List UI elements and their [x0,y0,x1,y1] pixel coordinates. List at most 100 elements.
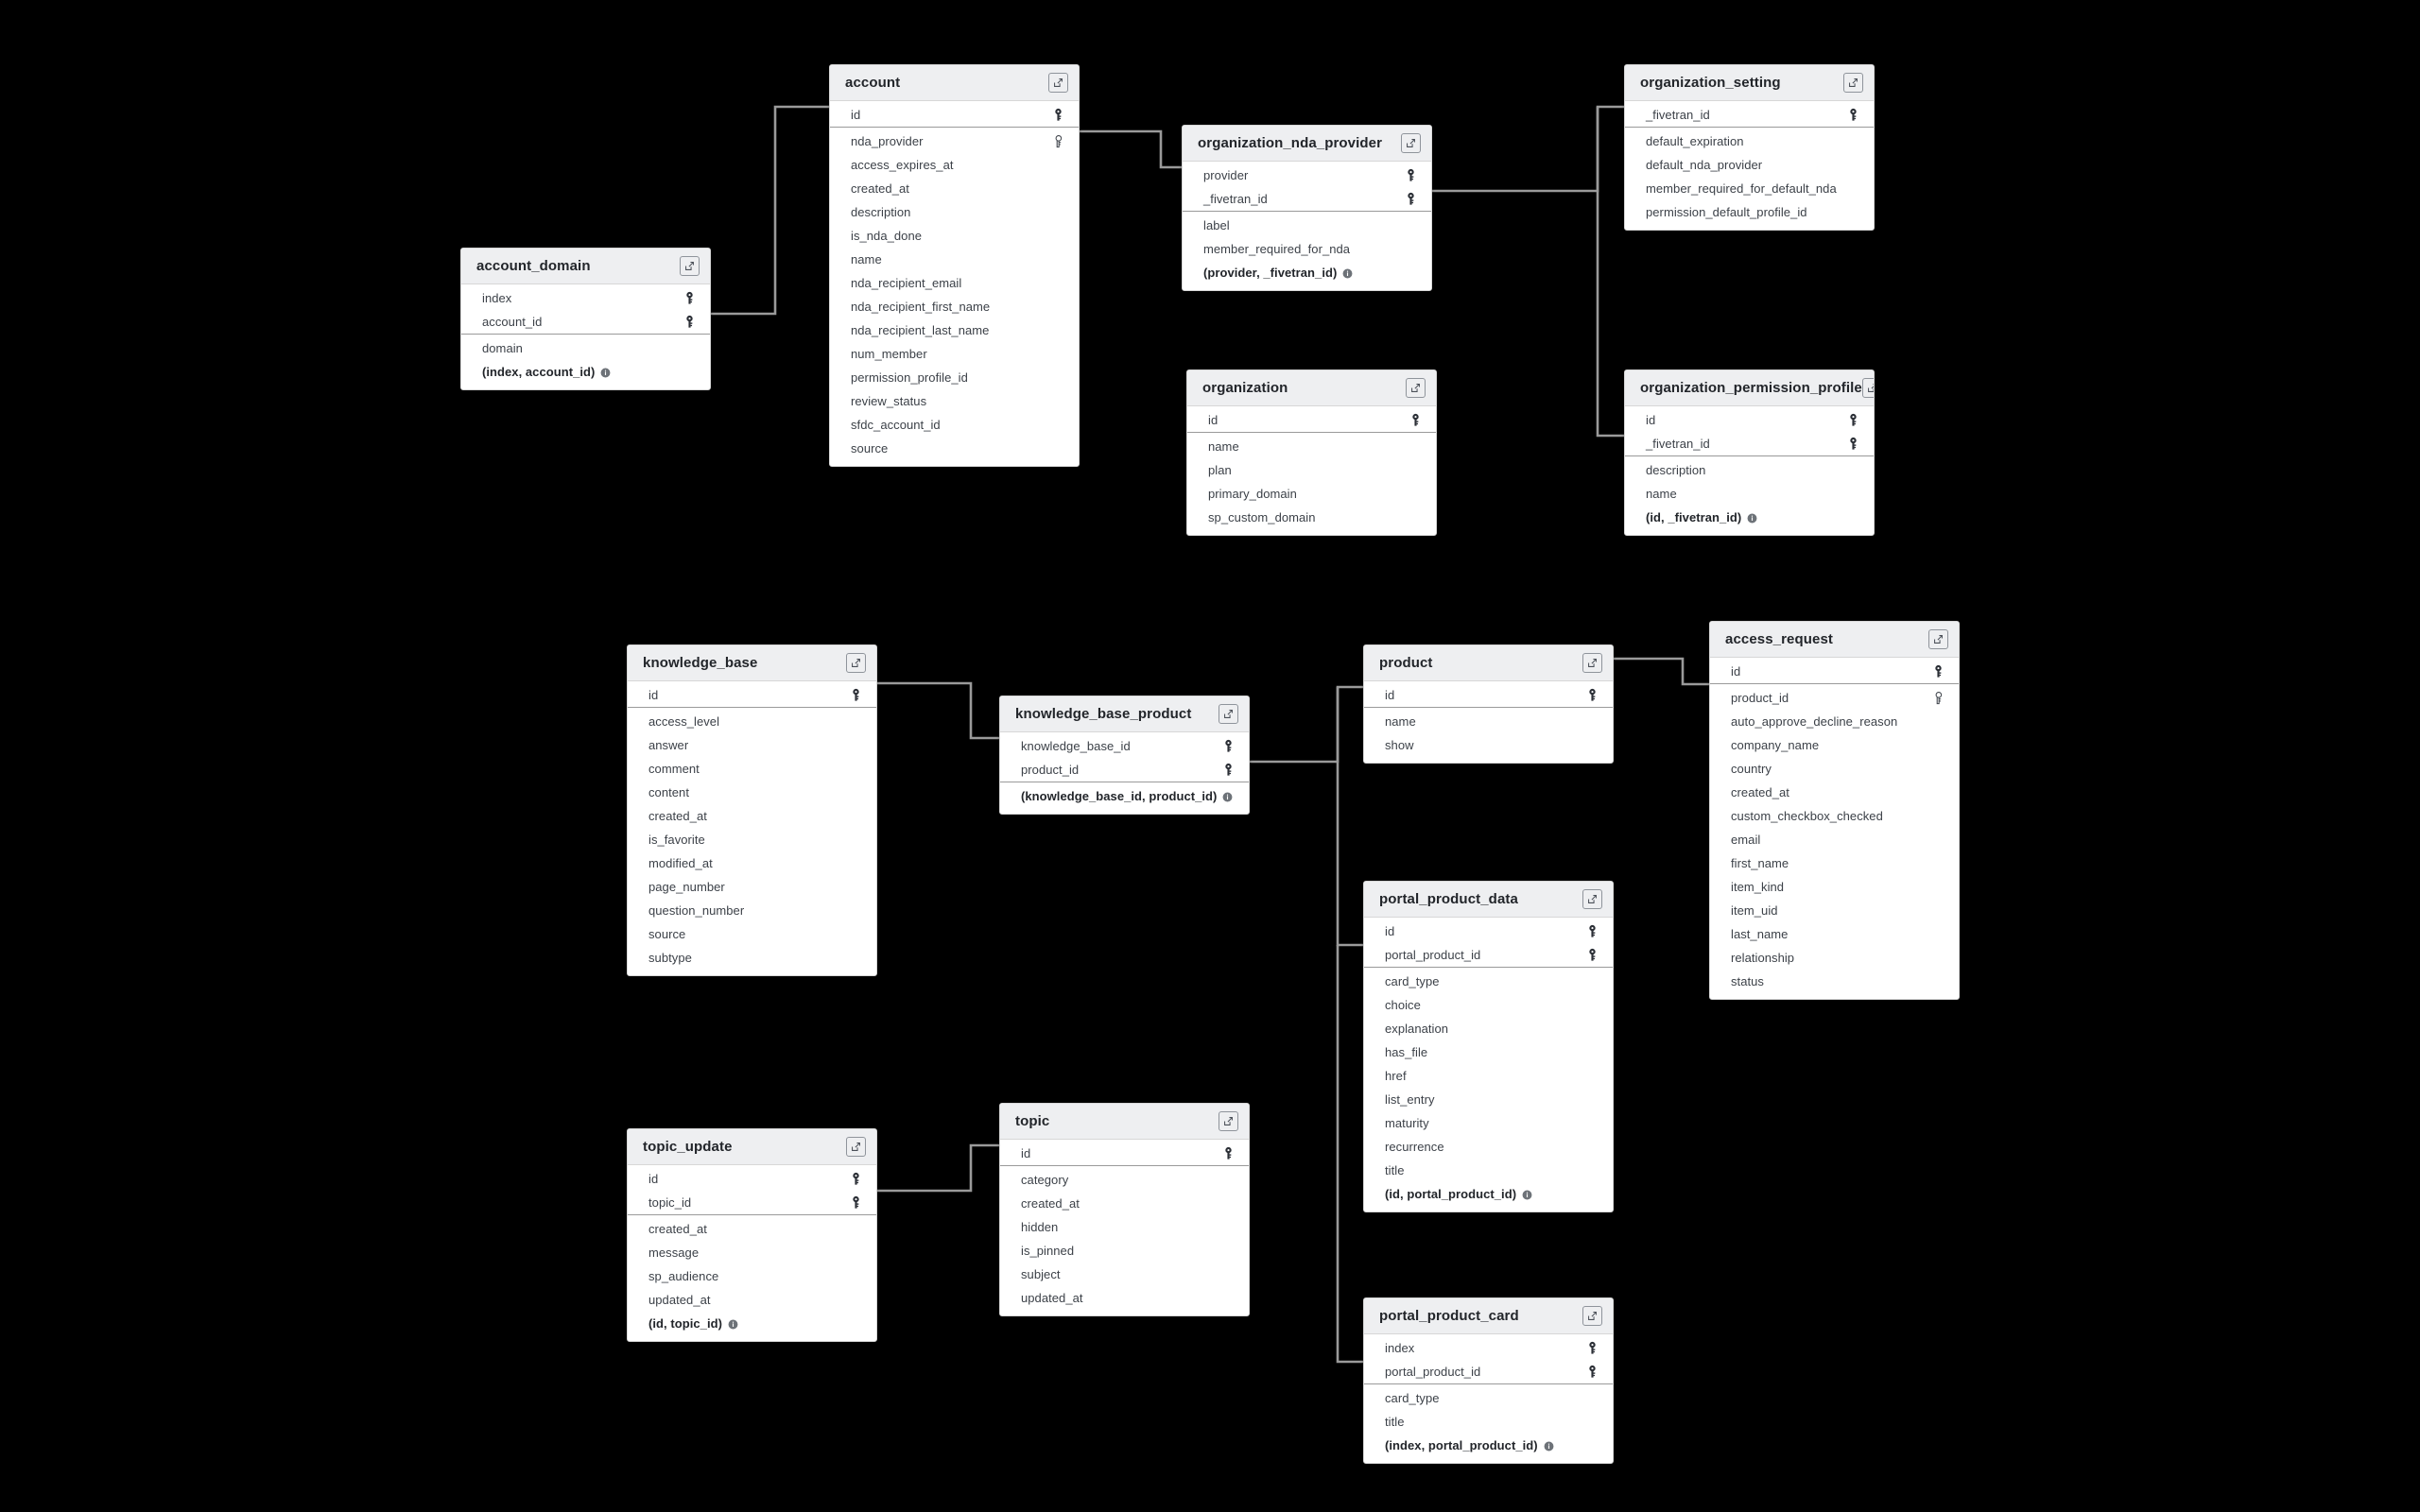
composite-key-row[interactable]: (knowledge_base_id, product_id) [1000,784,1249,808]
field-row[interactable]: id [628,683,876,707]
field-row[interactable]: created_at [628,1217,876,1241]
external-link-icon[interactable] [1219,704,1238,724]
external-link-icon[interactable] [846,1137,866,1157]
field-row[interactable]: maturity [1364,1111,1613,1135]
field-row[interactable]: source [830,437,1079,460]
field-row[interactable]: portal_product_id [1364,1360,1613,1383]
field-row[interactable]: updated_at [1000,1286,1249,1310]
composite-key-row[interactable]: (id, topic_id) [628,1312,876,1335]
field-row[interactable]: id [1364,919,1613,943]
field-row[interactable]: href [1364,1064,1613,1088]
field-row[interactable]: sp_audience [628,1264,876,1288]
external-link-icon[interactable] [1401,133,1421,153]
field-row[interactable]: label [1183,214,1431,237]
external-link-icon[interactable] [1861,378,1874,398]
field-row[interactable]: first_name [1710,851,1959,875]
field-row[interactable]: question_number [628,899,876,922]
field-row[interactable]: review_status [830,389,1079,413]
field-row[interactable]: list_entry [1364,1088,1613,1111]
field-row[interactable]: nda_recipient_last_name [830,318,1079,342]
field-row[interactable]: nda_recipient_first_name [830,295,1079,318]
field-row[interactable]: id [1710,660,1959,683]
external-link-icon[interactable] [1406,378,1426,398]
field-row[interactable]: access_level [628,710,876,733]
external-link-icon[interactable] [1928,629,1948,649]
field-row[interactable]: country [1710,757,1959,781]
field-row[interactable]: custom_checkbox_checked [1710,804,1959,828]
external-link-icon[interactable] [680,256,700,276]
field-row[interactable]: modified_at [628,851,876,875]
field-row[interactable]: knowledge_base_id [1000,734,1249,758]
field-row[interactable]: member_required_for_default_nda [1625,177,1874,200]
field-row[interactable]: plan [1187,458,1436,482]
field-row[interactable]: product_id [1710,686,1959,710]
field-row[interactable]: comment [628,757,876,781]
field-row[interactable]: _fivetran_id [1625,103,1874,127]
field-row[interactable]: title [1364,1410,1613,1434]
field-row[interactable]: num_member [830,342,1079,366]
field-row[interactable]: nda_recipient_email [830,271,1079,295]
info-icon[interactable] [1544,1441,1554,1452]
field-row[interactable]: description [1625,458,1874,482]
field-row[interactable]: nda_provider [830,129,1079,153]
field-row[interactable]: default_expiration [1625,129,1874,153]
field-row[interactable]: id [830,103,1079,127]
info-icon[interactable] [600,368,611,378]
field-row[interactable]: id [1625,408,1874,432]
field-row[interactable]: card_type [1364,1386,1613,1410]
field-row[interactable]: id [628,1167,876,1191]
field-row[interactable]: auto_approve_decline_reason [1710,710,1959,733]
field-row[interactable]: index [1364,1336,1613,1360]
field-row[interactable]: is_favorite [628,828,876,851]
field-row[interactable]: id [1364,683,1613,707]
field-row[interactable]: topic_id [628,1191,876,1214]
field-row[interactable]: name [1625,482,1874,506]
field-row[interactable]: explanation [1364,1017,1613,1040]
field-row[interactable]: show [1364,733,1613,757]
field-row[interactable]: title [1364,1159,1613,1182]
field-row[interactable]: has_file [1364,1040,1613,1064]
field-row[interactable]: message [628,1241,876,1264]
field-row[interactable]: sfdc_account_id [830,413,1079,437]
field-row[interactable]: account_id [461,310,710,334]
field-row[interactable]: relationship [1710,946,1959,970]
field-row[interactable]: name [1187,435,1436,458]
external-link-icon[interactable] [1582,889,1602,909]
field-row[interactable]: name [830,248,1079,271]
external-link-icon[interactable] [1048,73,1068,93]
info-icon[interactable] [1522,1190,1532,1200]
info-icon[interactable] [1747,513,1757,524]
field-row[interactable]: category [1000,1168,1249,1192]
field-row[interactable]: member_required_for_nda [1183,237,1431,261]
field-row[interactable]: card_type [1364,970,1613,993]
field-row[interactable]: answer [628,733,876,757]
composite-key-row[interactable]: (id, _fivetran_id) [1625,506,1874,529]
field-row[interactable]: product_id [1000,758,1249,782]
field-row[interactable]: provider [1183,163,1431,187]
field-row[interactable]: recurrence [1364,1135,1613,1159]
field-row[interactable]: page_number [628,875,876,899]
field-row[interactable]: email [1710,828,1959,851]
composite-key-row[interactable]: (id, portal_product_id) [1364,1182,1613,1206]
field-row[interactable]: id [1000,1142,1249,1165]
field-row[interactable]: description [830,200,1079,224]
external-link-icon[interactable] [1582,653,1602,673]
field-row[interactable]: created_at [1000,1192,1249,1215]
composite-key-row[interactable]: (index, portal_product_id) [1364,1434,1613,1457]
field-row[interactable]: company_name [1710,733,1959,757]
field-row[interactable]: created_at [830,177,1079,200]
field-row[interactable]: content [628,781,876,804]
field-row[interactable]: hidden [1000,1215,1249,1239]
field-row[interactable]: default_nda_provider [1625,153,1874,177]
